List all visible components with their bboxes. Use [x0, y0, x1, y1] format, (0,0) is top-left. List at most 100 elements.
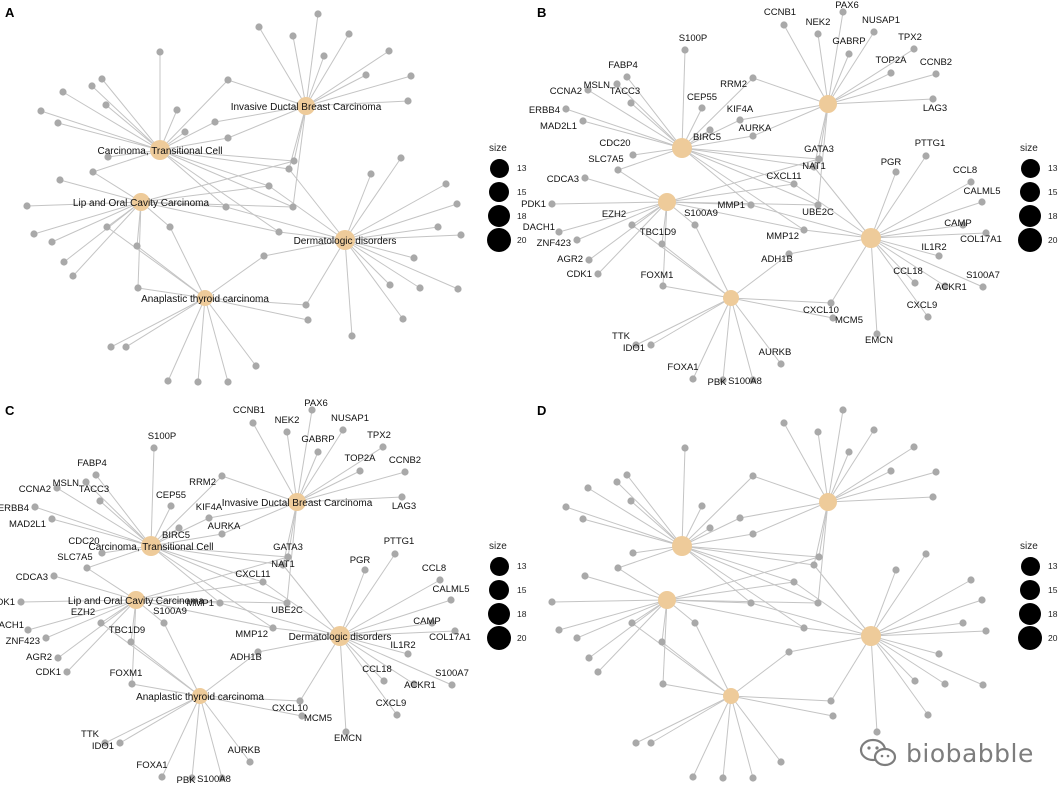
gene-node-mad2l1 — [579, 515, 587, 523]
edge-camp — [870, 622, 964, 637]
edge-pax6 — [296, 409, 313, 503]
gene-node-ido1 — [116, 739, 124, 747]
edge-slc7a5 — [617, 169, 668, 203]
gene-node-agr2 — [60, 258, 68, 266]
edge-nat1 — [681, 545, 815, 566]
edge-ube2c — [286, 501, 298, 604]
edge-cxcl11 — [135, 581, 264, 601]
gene-label-mmp1: MMP1 — [187, 598, 214, 609]
edge-mmp1 — [159, 149, 227, 208]
gene-label-dach1: DACH1 — [523, 222, 555, 233]
gene-node-foxa1 — [689, 375, 697, 383]
legend-dot-20 — [487, 228, 511, 252]
edge-ido1 — [119, 695, 201, 744]
category-node-2 — [127, 591, 145, 609]
edge-agr2 — [63, 201, 142, 263]
gene-node-calml5 — [978, 596, 986, 604]
gene-node-mmp12 — [275, 228, 283, 236]
edge-foxm1 — [137, 287, 206, 299]
edge-aurka — [221, 501, 298, 535]
gene-node-adh1b — [785, 648, 793, 656]
edge-ube2c — [140, 201, 294, 208]
edge-cxcl10 — [830, 237, 872, 304]
gene-node-ccl8 — [436, 576, 444, 584]
gene-label-gabrp: GABRP — [832, 36, 865, 47]
edge-pdk1 — [551, 201, 668, 205]
edge-ccnb1 — [252, 422, 298, 503]
gene-label-camp: CAMP — [413, 616, 440, 627]
edge-cxcl9 — [870, 635, 929, 716]
category-node-1 — [141, 536, 161, 556]
edge-nusap1 — [827, 31, 875, 105]
gene-label-ccl18: CCL18 — [362, 664, 392, 675]
gene-node-cdk1 — [594, 270, 602, 278]
edge-emcn — [870, 237, 878, 335]
edge-pbk — [722, 695, 732, 779]
node-layer — [548, 406, 990, 782]
edge-ttk — [110, 297, 206, 348]
edge-aurka — [681, 135, 754, 149]
edge-ccl8 — [870, 579, 972, 637]
gene-node-emcn — [873, 728, 881, 736]
wechat-icon — [859, 738, 897, 767]
legend-dot-13 — [1021, 159, 1040, 178]
gene-node-tpx2 — [385, 47, 393, 55]
edge-emcn — [344, 239, 353, 337]
gene-label-lag3: LAG3 — [392, 501, 416, 512]
gene-node-cxcl9 — [924, 711, 932, 719]
gene-node-ackr1 — [941, 680, 949, 688]
size-legend-b-right: size 13 15 18 20 — [1018, 143, 1060, 263]
gene-node-top2a — [356, 467, 364, 475]
gene-label-gata3: GATA3 — [273, 542, 303, 553]
gene-label-gabrp: GABRP — [301, 434, 334, 445]
legend-label-15: 15 — [1048, 187, 1058, 197]
gene-node-s100a8 — [224, 378, 232, 386]
gene-node-ezh2 — [628, 619, 636, 627]
edge-ccnb2 — [305, 75, 412, 107]
edge-dach1 — [27, 599, 137, 631]
edge-cxcl10 — [730, 297, 832, 304]
edge-mmp1 — [681, 545, 752, 604]
edge-tbc1d9 — [130, 641, 201, 697]
legend-dot-18 — [488, 603, 510, 625]
edge-foxa1 — [167, 297, 206, 382]
edge-slc7a5 — [86, 545, 152, 569]
edge-cxcl11 — [681, 545, 795, 583]
gene-label-kif4a: KIF4A — [727, 104, 754, 115]
edge-cxcl10 — [299, 635, 341, 702]
legend-dot-20 — [1018, 228, 1042, 252]
gene-node-cdca3 — [581, 174, 589, 182]
gene-node-ccl8 — [967, 178, 975, 186]
gene-node-nusap1 — [870, 28, 878, 36]
gene-node-ccnb1 — [780, 419, 788, 427]
gene-node-foxa1 — [164, 377, 172, 385]
gene-node-gata3 — [815, 155, 823, 163]
gene-node-calml5 — [453, 200, 461, 208]
gene-node-s100a8 — [218, 774, 226, 782]
gene-node-fabp4 — [623, 73, 631, 81]
edge-znf423 — [45, 599, 137, 639]
gene-node-aurkb — [252, 362, 260, 370]
edge-lag3 — [296, 496, 403, 503]
edge-top2a — [305, 74, 367, 107]
gene-node-il1r2 — [404, 650, 412, 658]
edge-fabp4 — [626, 474, 683, 547]
gene-label-cdk1: CDK1 — [36, 667, 61, 678]
edge-ube2c — [817, 103, 829, 206]
gene-node-cep55 — [173, 106, 181, 114]
legend-label-18: 18 — [517, 211, 527, 221]
gene-node-ccl18 — [386, 281, 394, 289]
edge-cxcl9 — [870, 237, 929, 318]
gene-node-ccna2 — [584, 86, 592, 94]
gene-node-aurka — [224, 134, 232, 142]
edge-aurkb — [730, 695, 782, 763]
edge-s100p — [681, 447, 686, 547]
edge-cxcl10 — [305, 239, 346, 306]
legend-title: size — [489, 143, 507, 154]
gene-node-tacc3 — [627, 497, 635, 505]
edge-rrm2 — [221, 475, 298, 503]
gene-node-cxcl11 — [790, 578, 798, 586]
edge-cxcl10 — [204, 297, 307, 306]
gene-label-il1r2: IL1R2 — [921, 242, 946, 253]
gene-node-ackr1 — [416, 284, 424, 292]
